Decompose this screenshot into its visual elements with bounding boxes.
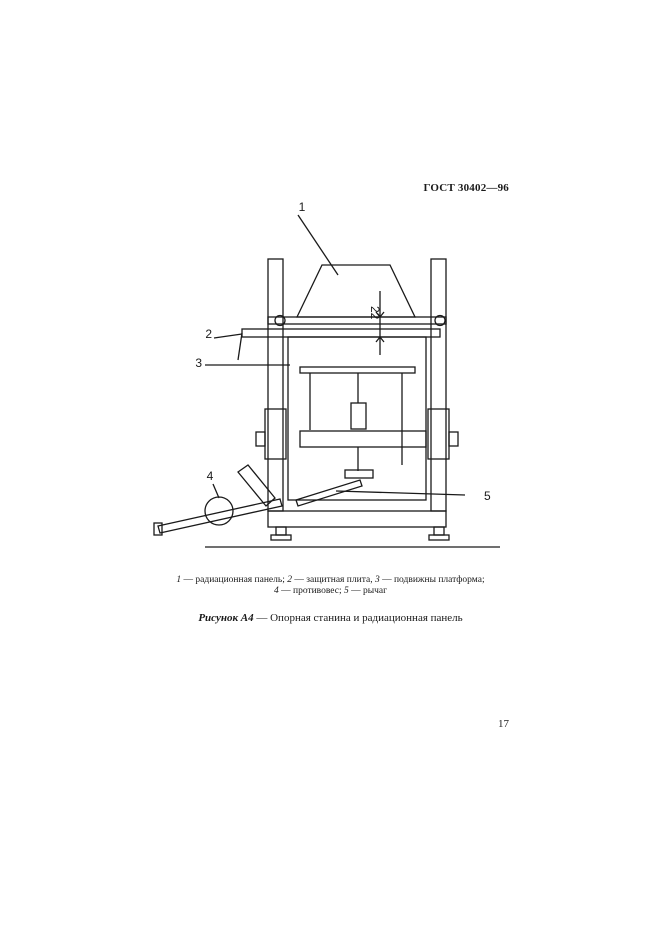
legend-line-1: 1 — радиационная панель; 2 — защитная пл… [0,575,661,586]
legend-sep: — [181,575,196,585]
callout-1: 1 [299,200,306,214]
right-column [430,258,447,512]
figure-legend: 1 — радиационная панель; 2 — защитная пл… [0,575,661,597]
legend-text: защитная плита, [306,575,375,585]
legend-num: 1 [176,575,182,585]
legend-sep: — [291,575,307,585]
legend-sep: — [278,586,293,596]
legend-sep: — [348,586,363,596]
legend-line-2: 4 — противовес; 5 — рычаг [0,586,661,597]
callout-5: 5 [484,489,491,503]
legend-num: 2 [287,575,292,585]
legend-num: 4 [273,586,279,596]
right-knob [448,431,459,447]
middle-crossbar [299,430,427,448]
callout-2: 2 [205,327,212,341]
standard-designation: ГОСТ 30402—96 [423,182,509,194]
page-number: 17 [498,718,509,730]
legend-text: рычаг [362,586,387,596]
protective-plate [241,328,441,338]
legend-num: 3 [374,575,380,585]
radiation-panel [295,264,417,318]
legend-sep: — [379,575,394,585]
dimension-label: 22 [368,306,382,320]
legend-text: противовес; [292,586,344,596]
callout-3: 3 [195,356,202,370]
figure-dash: — [253,612,271,624]
center-cylinder [350,402,367,430]
left-column [267,258,284,512]
legend-text: подвижны платформа; [393,575,485,585]
figure-drawing: 1 2 3 4 5 22 [140,195,520,565]
movable-platform [299,366,416,374]
counterweight [204,496,234,526]
legend-num: 5 [343,586,349,596]
counterweight-arm [157,498,283,534]
base-frame [267,510,447,528]
callout-4: 4 [207,469,214,483]
figure-caption: Рисунок А4 — Опорная станина и радиацион… [0,612,661,624]
lever [295,479,363,507]
figure-label: Рисунок А4 [198,612,254,624]
top-crossbar [267,316,447,325]
legend-text: радиационная панель; [195,575,288,585]
figure-title: Опорная станина и радиационная панель [270,612,463,624]
support-frame-drawing: 1 2 3 4 5 22 [153,200,500,548]
inner-frame [287,336,427,501]
left-knob [255,431,266,447]
